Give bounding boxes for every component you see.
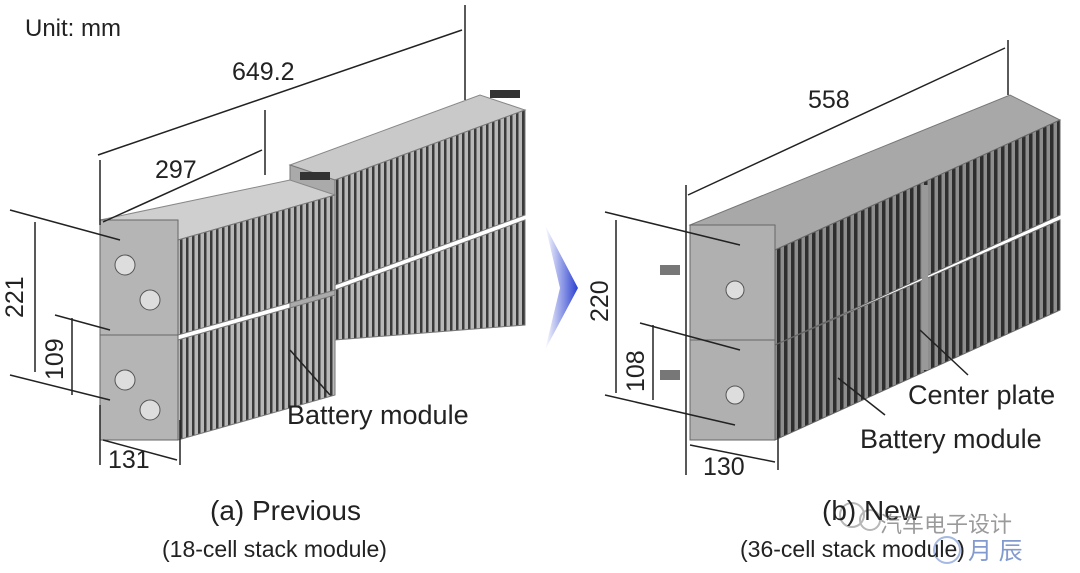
previous-caption: (a) Previous — [210, 495, 361, 526]
previous-module-height-dimension: 109 — [41, 338, 69, 380]
previous-battery-module-callout: Battery module — [287, 400, 469, 430]
new-width-dimension: 130 — [703, 453, 745, 481]
new-height-dimension: 220 — [586, 280, 614, 322]
previous-front-stack — [99, 90, 520, 441]
previous-back-stack — [288, 94, 527, 341]
new-length-dimension: 558 — [808, 86, 850, 114]
previous-subcaption: (18-cell stack module) — [162, 536, 387, 562]
new-battery-module-callout: Battery module — [860, 424, 1042, 454]
previous-width-dimension: 131 — [108, 446, 150, 474]
previous-height-dimension: 221 — [1, 276, 29, 318]
previous-dimension-lines — [9, 5, 466, 465]
watermark-logo-icon — [839, 502, 961, 564]
new-dimension-lines — [604, 40, 1009, 475]
transition-arrow-icon — [545, 225, 578, 350]
new-subcaption: (36-cell stack module) — [740, 536, 965, 562]
new-caption: (b) New — [822, 495, 921, 526]
new-center-plate-callout: Center plate — [908, 380, 1056, 410]
previous-length-dimension: 649.2 — [232, 58, 295, 86]
unit-label: Unit: mm — [25, 15, 121, 42]
previous-module-length-dimension: 297 — [155, 156, 197, 184]
watermark-text: 汽车电子设计 — [880, 512, 1013, 537]
watermark-text-secondary: 月 辰 — [968, 538, 1023, 565]
new-module-height-dimension: 108 — [622, 350, 650, 392]
